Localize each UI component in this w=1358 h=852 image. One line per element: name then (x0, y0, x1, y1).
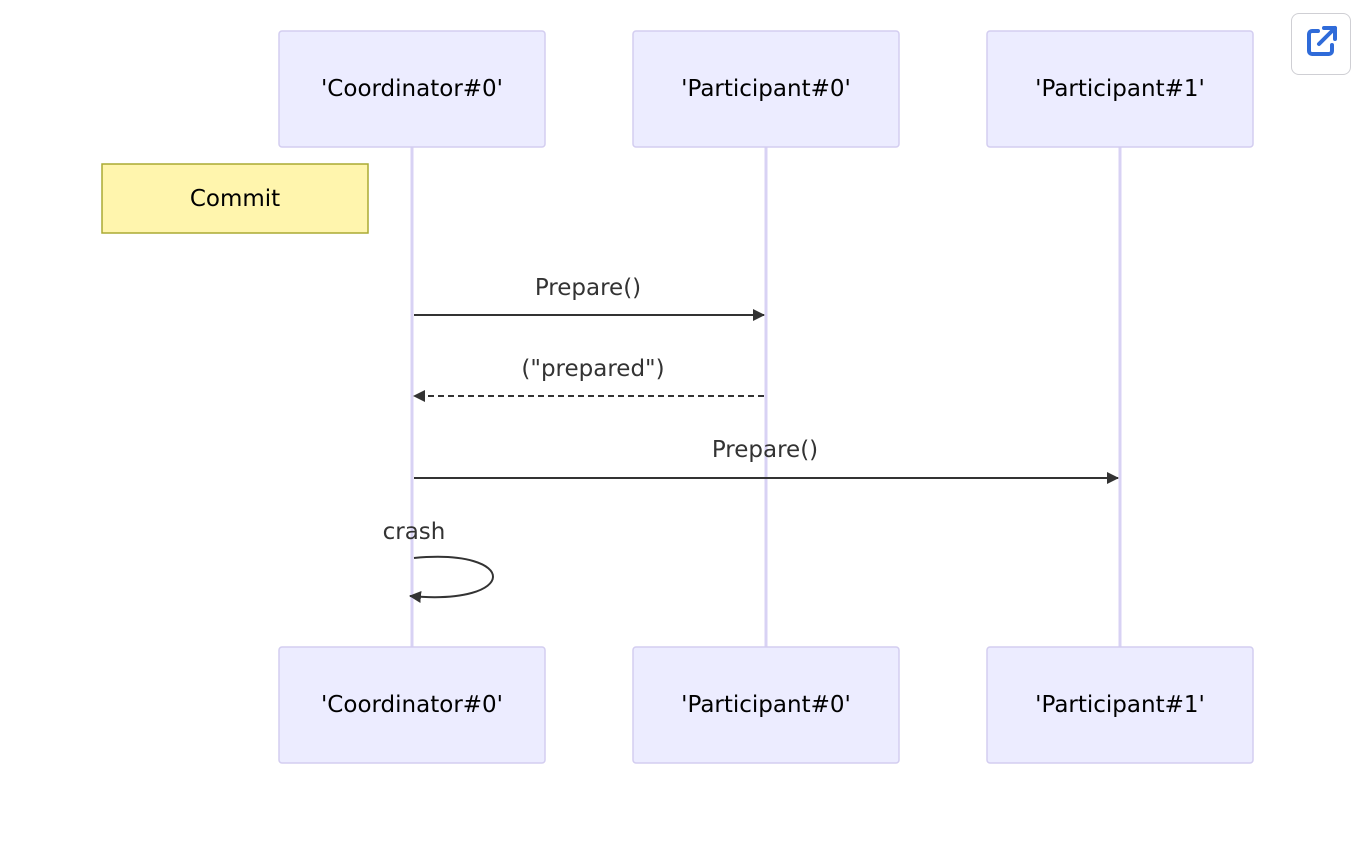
actor-label: 'Coordinator#0' (321, 76, 503, 102)
actor-top-participant0: 'Participant#0' (632, 30, 900, 148)
actor-bottom-coordinator0: 'Coordinator#0' (278, 646, 546, 764)
self-loop-arrow (409, 555, 494, 603)
message-label: crash (383, 519, 446, 545)
message-prepare-participant1: Prepare() (414, 437, 1119, 484)
note-commit: Commit (101, 163, 369, 234)
external-link-icon (1302, 23, 1340, 65)
note-text: Commit (190, 186, 280, 212)
open-external-button[interactable] (1291, 13, 1351, 75)
message-label: Prepare() (535, 275, 641, 301)
message-prepare-participant0: Prepare() (414, 275, 765, 321)
message-label: Prepare() (712, 437, 818, 463)
actor-bottom-participant1: 'Participant#1' (986, 646, 1254, 764)
actor-label: 'Participant#0' (681, 692, 851, 718)
actor-label: 'Participant#0' (681, 76, 851, 102)
actor-bottom-participant0: 'Participant#0' (632, 646, 900, 764)
actor-top-participant1: 'Participant#1' (986, 30, 1254, 148)
actor-label: 'Participant#1' (1035, 76, 1205, 102)
actor-label: 'Participant#1' (1035, 692, 1205, 718)
message-prepared-reply: ("prepared") (413, 356, 764, 402)
message-crash-self: crash (383, 519, 494, 603)
actor-label: 'Coordinator#0' (321, 692, 503, 718)
message-label: ("prepared") (521, 356, 664, 382)
actor-top-coordinator0: 'Coordinator#0' (278, 30, 546, 148)
